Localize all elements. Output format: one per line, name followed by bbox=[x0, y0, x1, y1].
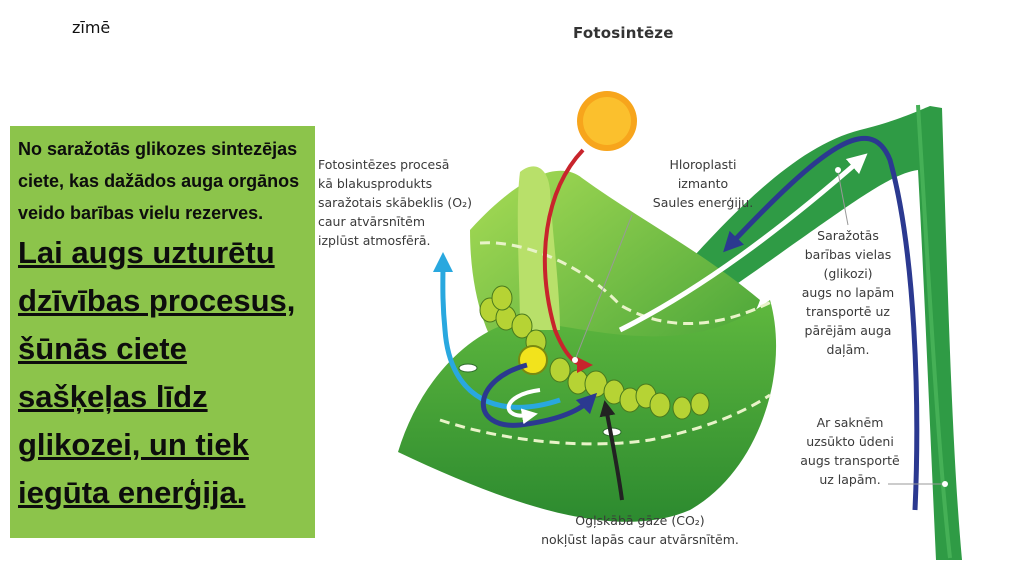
annotation-glucose: Saražotās barības vielas (glikozi) augs … bbox=[788, 226, 908, 359]
annotation-oxygen: Fotosintēzes procesā kā blakusprodukts s… bbox=[318, 155, 472, 250]
annotation-chloroplasts: Hloroplasti izmanto Saules enerģiju. bbox=[638, 155, 768, 212]
leaf-lower bbox=[398, 300, 776, 522]
highlighted-chloroplast bbox=[519, 346, 547, 374]
pointer-dot bbox=[835, 167, 841, 173]
annotation-water: Ar saknēm uzsūkto ūdeni augs transportē … bbox=[785, 413, 915, 489]
annotation-co2: Ogļskābā gāze (CO₂) nokļūst lapās caur a… bbox=[520, 511, 760, 549]
sun-icon bbox=[577, 91, 637, 151]
pointer-dot bbox=[572, 357, 578, 363]
stoma bbox=[459, 364, 477, 372]
pointer-dot bbox=[942, 481, 948, 487]
